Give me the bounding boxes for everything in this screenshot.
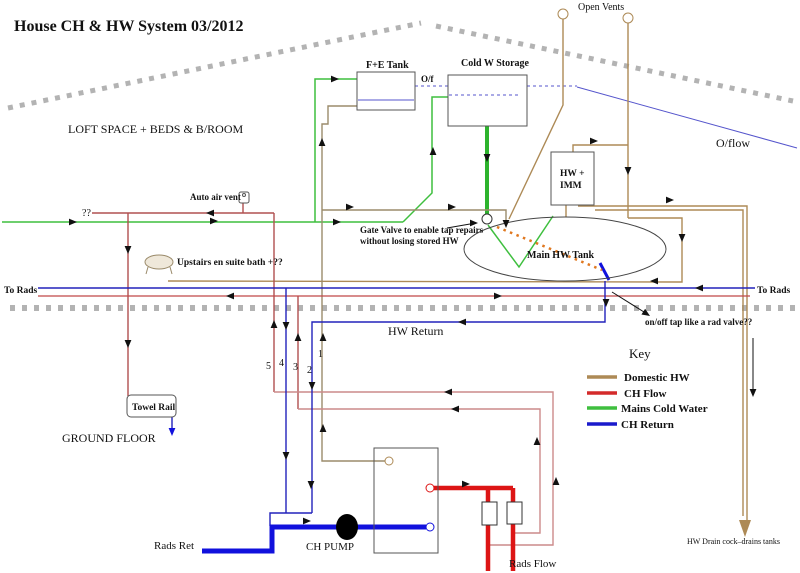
oflow-label: O/flow bbox=[716, 136, 750, 150]
main-hw-tank-ellipse bbox=[463, 216, 667, 282]
fe-tank-label: F+E Tank bbox=[366, 60, 409, 71]
boiler-port-return bbox=[425, 522, 435, 532]
towel-return-arrow bbox=[168, 428, 176, 436]
key-title: Key bbox=[629, 346, 651, 361]
gate-valve-note-1: Gate Valve to enable tap repairs bbox=[360, 225, 484, 235]
pipe-number-4: 4 bbox=[279, 358, 284, 369]
ground-floor-label: GROUND FLOOR bbox=[62, 431, 156, 445]
upstairs-bath-note: Upstairs en suite bath +?? bbox=[177, 258, 283, 268]
pipe-number-2: 2 bbox=[307, 365, 312, 376]
onoff-tap-note: on/off tap like a rad valve?? bbox=[645, 317, 752, 327]
roof-dashed-line bbox=[7, 20, 794, 111]
open-vent-left bbox=[557, 8, 569, 20]
rads-ret-label: Rads Ret bbox=[154, 540, 194, 552]
pipe-rads-flow-thick bbox=[434, 485, 516, 571]
to-rads-left-label: To Rads bbox=[4, 286, 37, 296]
key-label-ch-return: CH Return bbox=[621, 419, 674, 431]
boiler-port-flow bbox=[425, 483, 435, 493]
pipe-ch-flow-risers bbox=[274, 391, 554, 546]
fe-tank-box bbox=[356, 71, 416, 111]
page-title: House CH & HW System 03/2012 bbox=[14, 18, 243, 35]
hw-drain-arrowhead bbox=[739, 520, 751, 537]
main-hw-tank-label: Main HW Tank bbox=[527, 250, 595, 261]
hw-imm-box bbox=[550, 151, 595, 206]
key-label-mains-cold: Mains Cold Water bbox=[621, 403, 708, 415]
key-swatches bbox=[587, 375, 617, 426]
pipe-boiler-primary bbox=[321, 105, 507, 462]
hw-imm-label-2: IMM bbox=[560, 181, 582, 191]
towel-rail-label: Towel Rail bbox=[132, 403, 176, 413]
flow-arrows bbox=[69, 75, 757, 525]
of-label: O/f bbox=[421, 74, 435, 84]
rads-flow-label: Rads Flow bbox=[509, 558, 556, 570]
pipe-mains-cold-water bbox=[2, 78, 554, 269]
rad-valve-right bbox=[506, 501, 523, 525]
overflow-pipes bbox=[358, 85, 798, 149]
cold-storage-box bbox=[447, 74, 528, 127]
hw-imm-label-1: HW + bbox=[560, 169, 585, 179]
cold-storage-label: Cold W Storage bbox=[461, 58, 530, 69]
pipe-ch-flow-upstairs bbox=[92, 203, 299, 409]
open-vent-right bbox=[622, 12, 634, 24]
auto-air-vent-icon bbox=[238, 191, 250, 204]
gate-valve bbox=[481, 213, 493, 225]
pipe-domestic-hw bbox=[167, 19, 748, 520]
ch-pump-symbol bbox=[336, 514, 358, 540]
unknown-label: ?? bbox=[82, 208, 91, 219]
loft-label: LOFT SPACE + BEDS & B/ROOM bbox=[68, 122, 243, 136]
onoff-tap-mark bbox=[598, 262, 611, 281]
hw-drain-note: HW Drain cock–drains tanks bbox=[687, 537, 780, 546]
open-vents-label: Open Vents bbox=[578, 2, 624, 13]
key-label-ch-flow: CH Flow bbox=[624, 388, 667, 400]
pipe-number-5: 5 bbox=[266, 361, 271, 372]
hw-return-label: HW Return bbox=[388, 324, 443, 338]
auto-air-vent-label: Auto air vent bbox=[190, 192, 241, 202]
cylinder-stat-dotted bbox=[496, 225, 603, 272]
pipe-number-1: 1 bbox=[318, 349, 323, 360]
gate-valve-note-2: without losing stored HW bbox=[360, 236, 459, 246]
pipe-number-3: 3 bbox=[293, 362, 298, 373]
bathtub-icon bbox=[144, 254, 174, 275]
key-label-domestic-hw: Domestic HW bbox=[624, 372, 690, 384]
towel-rail-box bbox=[126, 394, 177, 418]
boiler-port-hw bbox=[384, 456, 394, 466]
boiler-box bbox=[373, 447, 439, 554]
ch-pump-label: CH PUMP bbox=[306, 541, 354, 553]
annotation-pointers bbox=[446, 223, 754, 390]
rad-valve-left bbox=[481, 501, 498, 526]
to-rads-right-label: To Rads bbox=[757, 286, 790, 296]
